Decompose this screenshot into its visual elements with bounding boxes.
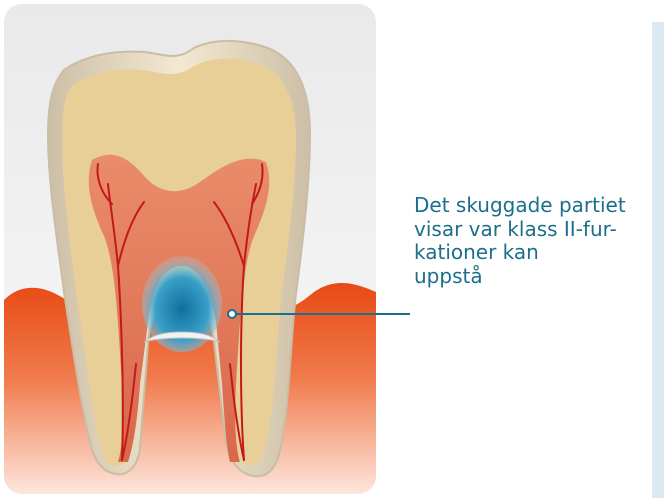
tooth-diagram-svg (4, 4, 376, 494)
caption-text: Det skuggade partiet visar var klass II-… (414, 194, 646, 288)
panel-accent-stripe (652, 22, 664, 498)
tooth-illustration (4, 4, 376, 494)
